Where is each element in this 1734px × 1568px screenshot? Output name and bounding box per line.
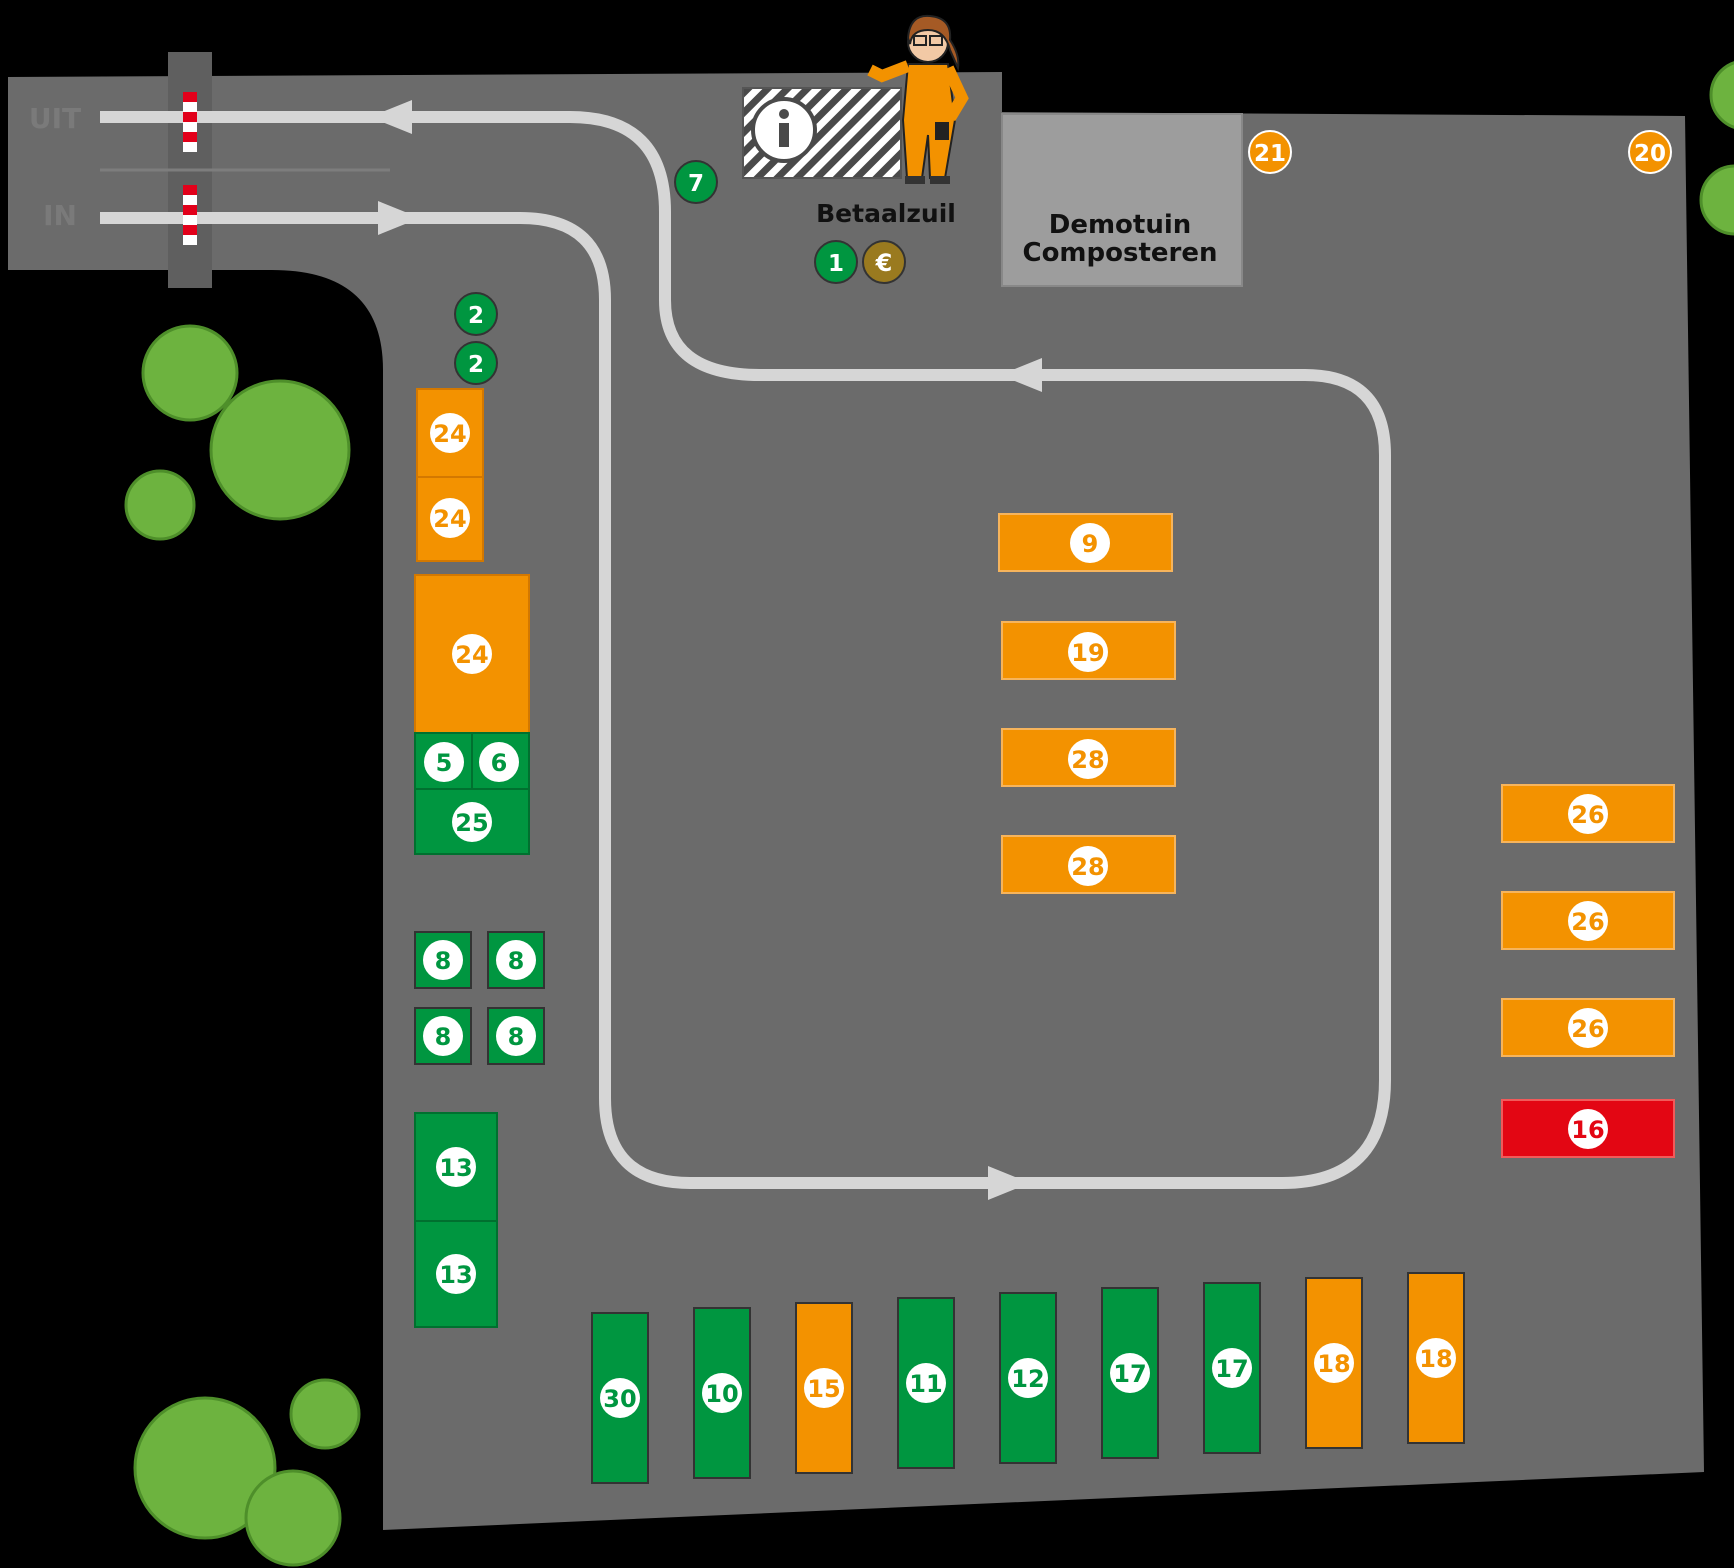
svg-text:8: 8 [508,1023,525,1051]
container-11: 11 [897,1297,955,1469]
svg-text:12: 12 [1011,1365,1044,1393]
container-13: 13 [414,1220,498,1328]
tree-icon [133,1396,277,1540]
container-28: 28 [1001,728,1176,787]
entry-label: IN [43,199,77,232]
svg-text:6: 6 [491,749,508,777]
svg-text:16: 16 [1571,1116,1604,1144]
container-8: 8 [487,931,545,989]
container-26: 26 [1501,784,1675,843]
svg-text:25: 25 [455,809,488,837]
container-18: 18 [1407,1272,1465,1444]
svg-text:8: 8 [508,947,525,975]
svg-text:13: 13 [439,1261,472,1289]
trees [124,61,1734,1567]
container-17: 17 [1101,1287,1159,1459]
container-25: 25 [414,788,530,855]
svg-text:8: 8 [435,1023,452,1051]
svg-text:30: 30 [603,1385,636,1413]
marker-21: 21 [1248,130,1292,174]
svg-text:2: 2 [468,303,484,329]
container-10: 10 [693,1307,751,1479]
betaalzuil-label: Betaalzuil [816,199,956,228]
container-18: 18 [1305,1277,1363,1449]
demotuin-label-line2: Composteren [1022,238,1217,268]
svg-text:5: 5 [436,749,453,777]
info-icon [751,97,817,163]
container-12: 12 [999,1292,1057,1464]
marker-7: 7 [674,160,718,204]
svg-text:26: 26 [1571,908,1604,936]
svg-text:19: 19 [1071,639,1104,667]
container-8: 8 [414,1007,472,1065]
svg-text:18: 18 [1317,1350,1350,1378]
container-24: 24 [414,574,530,734]
exit-arrow-icon [370,100,412,134]
euro-icon: € [862,240,906,284]
marker-1: 1 [814,240,858,284]
svg-text:26: 26 [1571,801,1604,829]
container-5: 5 [414,732,473,790]
tree-icon [124,469,196,541]
container-26: 26 [1501,891,1675,950]
svg-text:13: 13 [439,1154,472,1182]
marker-2: 2 [454,292,498,336]
entry-arrow-icon [378,201,420,235]
container-8: 8 [414,931,472,989]
svg-text:24: 24 [455,641,488,669]
demotuin-building [1001,113,1243,287]
svg-text:21: 21 [1254,141,1286,167]
svg-text:17: 17 [1113,1360,1146,1388]
container-28: 28 [1001,835,1176,894]
tree-icon [244,1469,342,1567]
container-6: 6 [471,732,530,790]
svg-text:15: 15 [807,1375,840,1403]
container-19: 19 [1001,621,1176,680]
svg-text:18: 18 [1419,1345,1452,1373]
container-30: 30 [591,1312,649,1484]
svg-text:10: 10 [705,1380,738,1408]
tree-icon [209,379,351,521]
marker-2: 2 [454,341,498,385]
container-8: 8 [487,1007,545,1065]
exit-barrier [183,92,197,152]
svg-text:7: 7 [688,171,704,197]
svg-text:26: 26 [1571,1015,1604,1043]
entry-barrier [183,185,197,245]
svg-text:1: 1 [828,251,844,277]
loop-arrow-icon [1000,358,1042,392]
marker-20: 20 [1628,130,1672,174]
attendant-figure [867,14,969,184]
container-24: 24 [416,476,484,562]
svg-text:17: 17 [1215,1355,1248,1383]
tree-icon [1709,61,1734,129]
svg-text:11: 11 [909,1370,942,1398]
svg-text:20: 20 [1634,141,1666,167]
container-15: 15 [795,1302,853,1474]
svg-text:24: 24 [433,420,466,448]
container-17: 17 [1203,1282,1261,1454]
svg-text:8: 8 [435,947,452,975]
exit-route-line [100,111,1391,1189]
svg-text:24: 24 [433,505,466,533]
container-9: 9 [998,513,1173,572]
demotuin-label-line1: Demotuin [1049,210,1192,240]
svg-text:€: € [875,249,893,277]
container-16: 16 [1501,1099,1675,1158]
svg-text:9: 9 [1082,530,1099,558]
container-24: 24 [416,388,484,478]
tree-icon [141,324,239,422]
loop-arrow-icon [988,1166,1030,1200]
container-26: 26 [1501,998,1675,1057]
container-13: 13 [414,1112,498,1222]
svg-text:2: 2 [468,352,484,378]
svg-text:28: 28 [1071,746,1104,774]
tree-icon [1699,164,1734,236]
svg-text:28: 28 [1071,853,1104,881]
tree-icon [289,1378,361,1450]
exit-label: UIT [29,102,81,135]
